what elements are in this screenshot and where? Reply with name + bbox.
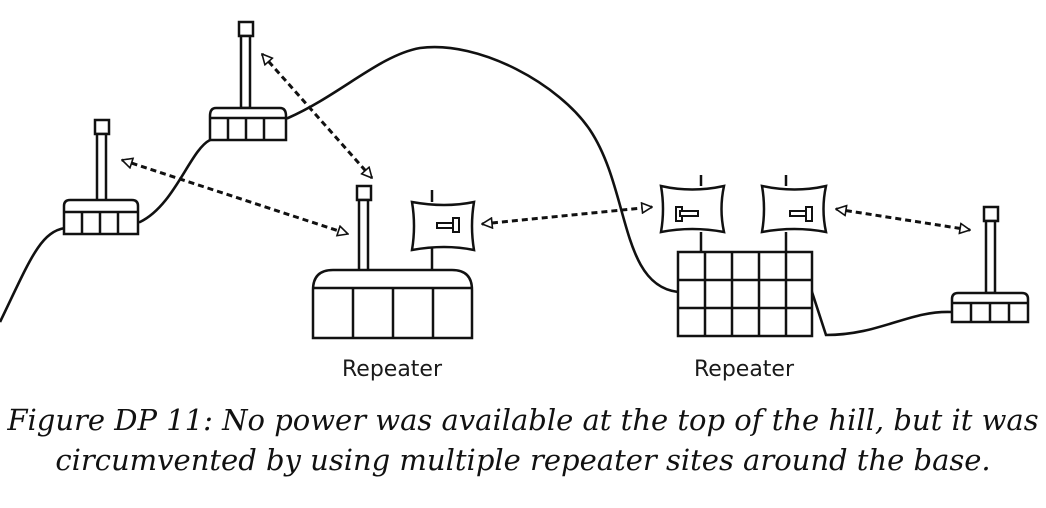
network-diagram: Repeater Repeater bbox=[0, 20, 1030, 382]
radio-node-hilltop bbox=[208, 20, 288, 142]
link-left-slope-to-repeater-left bbox=[122, 160, 348, 234]
radio-node-right-base bbox=[950, 205, 1030, 324]
repeater-left-label: Repeater bbox=[342, 357, 443, 382]
caption-line-1: Figure DP 11: No power was available at … bbox=[7, 403, 1039, 437]
link-hilltop-to-repeater-left bbox=[262, 54, 372, 178]
repeater-right-station bbox=[659, 175, 828, 338]
radio-node-left-slope bbox=[62, 118, 140, 236]
link-repeater-right-to-right-base bbox=[836, 209, 970, 230]
repeater-left-station bbox=[311, 184, 476, 340]
figure-caption: Figure DP 11: No power was available at … bbox=[0, 400, 1046, 480]
caption-line-2: circumvented by using multiple repeater … bbox=[55, 443, 991, 477]
repeater-right-label: Repeater bbox=[694, 357, 795, 382]
link-repeater-left-to-repeater-right bbox=[482, 207, 652, 224]
